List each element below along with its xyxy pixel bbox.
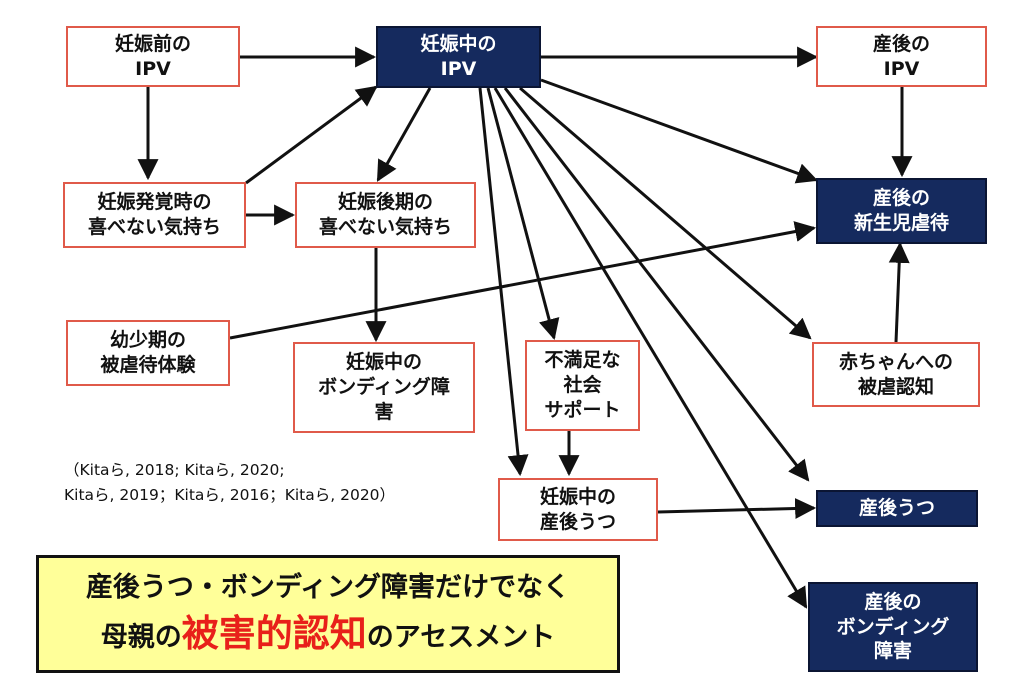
node-newborn-abuse: 産後の 新生児虐待	[816, 178, 987, 244]
node-prepreg-ipv: 妊娠前の IPV	[66, 26, 240, 87]
node-postpartum-depression: 産後うつ	[816, 490, 978, 527]
node-victim-cognition: 赤ちゃんへの 被虐認知	[812, 342, 980, 407]
arrow-childhood-to-newborn-abuse	[229, 221, 817, 340]
banner-line-2-prefix: 母親の	[100, 622, 182, 653]
arrow-preg-ipv-to-social-support	[486, 87, 560, 341]
arrow-preg-ipv-to-newborn-abuse	[540, 78, 818, 184]
arrow-preg-depression-to-postpartum-depression	[657, 497, 817, 519]
banner-line-2-suffix: のアセスメント	[366, 622, 556, 653]
banner-highlight: 被害的認知	[181, 612, 367, 655]
node-preg-ipv: 妊娠中の IPV	[376, 26, 541, 88]
banner-line-2: 母親の被害的認知のアセスメント	[101, 610, 555, 662]
node-preg-bonding: 妊娠中の ボンディング障 害	[293, 342, 475, 433]
banner-line-1: 産後うつ・ボンディング障害だけでなく	[85, 572, 571, 603]
node-preg-depression: 妊娠中の 産後うつ	[498, 478, 658, 541]
node-postpartum-ipv: 産後の IPV	[816, 26, 987, 87]
node-postpartum-bonding: 産後の ボンディング 障害	[808, 582, 978, 672]
arrow-preg-ipv-to-late	[376, 87, 432, 182]
node-social-support: 不満足な 社会 サポート	[525, 340, 640, 431]
arrow-preg-ipv-to-postpartum-bonding	[493, 87, 808, 609]
node-childhood-abuse: 幼少期の 被虐待体験	[66, 320, 230, 386]
node-unwanted-discovery: 妊娠発覚時の 喜べない気持ち	[63, 182, 246, 248]
citation-text: （Kitaら, 2018; Kitaら, 2020; Kitaら, 2019；K…	[64, 461, 396, 504]
summary-banner: 産後うつ・ボンディング障害だけでなく 母親の被害的認知のアセスメント	[36, 555, 620, 673]
node-unwanted-late: 妊娠後期の 喜べない気持ち	[295, 182, 476, 248]
arrow-victim-cognition-to-newborn-abuse	[888, 241, 910, 343]
arrow-preg-ipv-to-victim-cognition	[519, 86, 812, 340]
arrow-discovery-to-preg-ipv	[245, 85, 378, 185]
arrow-preg-ipv-to-postpartum-depression	[503, 87, 810, 482]
arrow-preg-ipv-to-preg-depression	[478, 87, 529, 477]
